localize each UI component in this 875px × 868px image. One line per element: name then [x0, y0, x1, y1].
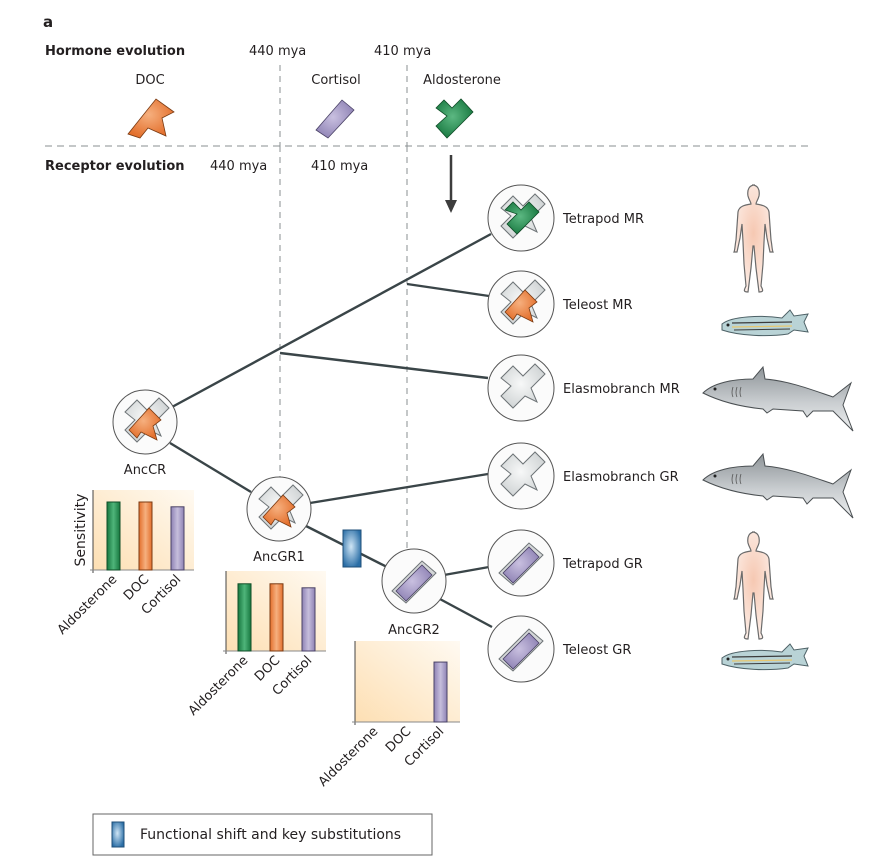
receptor-label-teleost-gr: Teleost GR: [562, 643, 631, 658]
x-tick-label: Aldosterone: [55, 572, 121, 638]
cortisol-molecule-icon: [315, 99, 355, 139]
node-label-ancGR2: AncGR2: [388, 623, 440, 638]
node-ancGR1[interactable]: [246, 476, 312, 542]
receptor-teleost-gr[interactable]: [487, 615, 555, 683]
bar-cortisol: [170, 506, 185, 571]
receptor-label-teleost-mr: Teleost MR: [562, 298, 633, 313]
hormone-label-cortisol: Cortisol: [311, 73, 360, 88]
receptor-evolution-title: Receptor evolution: [45, 159, 185, 174]
legend-label: Functional shift and key substitutions: [140, 827, 401, 843]
receptor-label-elasmobranch-gr: Elasmobranch GR: [563, 470, 679, 485]
aldosterone-molecule-icon: [435, 98, 474, 139]
zebrafish-icon: [721, 643, 809, 671]
x-tick-label: Aldosterone: [186, 653, 252, 719]
doc-molecule-icon: [127, 98, 175, 139]
receptor-label-tetrapod-gr: Tetrapod GR: [562, 557, 643, 572]
bar-cortisol: [433, 661, 448, 723]
branch-teleostMR: [406, 282, 490, 298]
receptor-label-elasmobranch-mr: Elasmobranch MR: [563, 382, 680, 397]
functional-shift-marker: [342, 529, 362, 568]
panel-label: a: [43, 13, 53, 31]
shark-icon: [702, 452, 854, 519]
branch-elasmoGR: [309, 472, 489, 505]
hormone-label-doc: DOC: [135, 73, 164, 88]
branch-tetrapodGR: [443, 565, 490, 577]
node-label-ancCR: AncCR: [124, 463, 166, 478]
bar-doc: [138, 501, 153, 571]
receptor-label-tetrapod-mr: Tetrapod MR: [562, 212, 644, 227]
receptor-teleost-mr[interactable]: [487, 270, 555, 338]
branch-ancCR-ancGR1: [169, 441, 252, 494]
human-icon: [733, 531, 774, 640]
hormone-time-440: 440 mya: [249, 44, 306, 59]
hormone-label-aldosterone: Aldosterone: [423, 73, 501, 88]
zebrafish-icon: [721, 309, 809, 337]
y-axis-label: Sensitivity: [73, 494, 89, 567]
legend: Functional shift and key substitutions: [92, 813, 433, 856]
node-ancGR2[interactable]: [381, 548, 447, 614]
receptor-time-410: 410 mya: [311, 159, 368, 174]
shark-icon: [702, 365, 854, 432]
hormone-time-410: 410 mya: [374, 44, 431, 59]
bar-aldosterone: [106, 501, 121, 571]
receptor-elasmobranch-mr[interactable]: [487, 354, 555, 422]
legend-box: [92, 813, 433, 856]
branch-teleostGR: [437, 596, 493, 629]
branch-ancCR-tetrapodMR: [171, 232, 492, 409]
receptor-elasmobranch-gr[interactable]: [487, 442, 555, 510]
x-tick-label: Aldosterone: [316, 724, 382, 790]
bar-aldosterone: [237, 583, 252, 652]
receptor-tetrapod-gr[interactable]: [487, 529, 555, 597]
hormone-evolution-title: Hormone evolution: [45, 44, 185, 59]
node-ancCR[interactable]: [112, 389, 178, 455]
node-label-ancGR1: AncGR1: [253, 550, 305, 565]
bar-cortisol: [301, 587, 316, 652]
receptor-time-440: 440 mya: [210, 159, 267, 174]
receptor-tetrapod-mr[interactable]: [487, 184, 555, 252]
functional-shift-legend-icon: [111, 821, 125, 848]
branch-elasmoMR: [279, 351, 489, 380]
human-icon: [733, 184, 774, 293]
down-arrow-icon: [445, 155, 457, 213]
bar-doc: [269, 583, 284, 652]
